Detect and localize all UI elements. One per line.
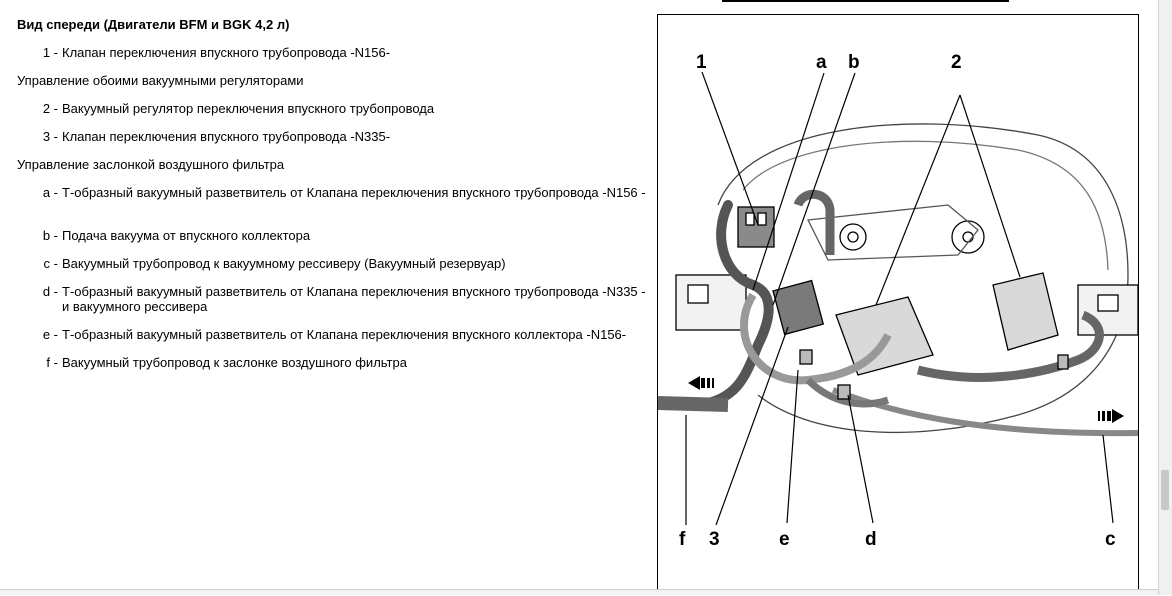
item-text: Клапан переключения впускного трубопрово… <box>62 45 391 60</box>
vacuum-line-f <box>658 396 729 412</box>
list-item: f - Вакуумный трубопровод к заслонке воз… <box>30 355 655 370</box>
list-item: 1 - Клапан переключения впускного трубоп… <box>30 45 655 60</box>
vacuum-hose-ring <box>740 292 892 385</box>
item-text: Клапан переключения впускного трубопрово… <box>62 129 391 144</box>
item-key: c - <box>43 256 58 271</box>
callout-b: b <box>848 52 860 73</box>
vacuum-hose-b <box>793 189 835 255</box>
engine-cover <box>717 123 1129 434</box>
item-text: Вакуумный трубопровод к вакуумному ресси… <box>62 256 506 271</box>
list-item: d - Т-образный вакуумный разветвитель от… <box>30 284 655 314</box>
list-item: 2 - Вакуумный регулятор переключения впу… <box>30 101 655 116</box>
linkage-disc-left <box>839 223 867 251</box>
page-title: Вид спереди (Двигатели BFM и BGK 4,2 л) <box>17 17 290 32</box>
callout-d: d <box>865 529 877 550</box>
section-heading: Управление заслонкой воздушного фильтра <box>17 157 285 172</box>
callout-a: a <box>816 52 827 73</box>
item-key: e - <box>42 327 58 342</box>
item-text: Т-образный вакуумный разветвитель от Кла… <box>62 284 646 314</box>
callout-e: e <box>779 529 790 550</box>
callout-2: 2 <box>951 52 962 73</box>
callout-3: 3 <box>709 529 720 550</box>
scrollbar-thumb[interactable] <box>1161 470 1169 510</box>
callout-c: c <box>1105 529 1116 550</box>
item-key: 1 - <box>42 45 58 60</box>
list-item: e - Т-образный вакуумный разветвитель от… <box>30 327 655 342</box>
item-key: d - <box>42 284 58 299</box>
arrow-left-icon <box>688 376 714 390</box>
vacuum-hose-main <box>693 200 774 410</box>
linkage-disc-right <box>951 220 985 254</box>
item-key: 2 - <box>42 101 58 116</box>
list-item: a - Т-образный вакуумный разветвитель от… <box>30 185 655 200</box>
callout-1: 1 <box>696 52 707 73</box>
callout-f: f <box>679 529 686 550</box>
item-key: f - <box>46 355 58 370</box>
engine-figure: 1 a b 2 f 3 e d c <box>657 14 1139 595</box>
section-heading: Управление обоими вакуумными регуляторам… <box>17 73 304 88</box>
item-text: Т-образный вакуумный разветвитель от Кла… <box>62 327 627 342</box>
vertical-scrollbar[interactable] <box>1158 0 1172 595</box>
list-item: c - Вакуумный трубопровод к вакуумному р… <box>30 256 655 271</box>
list-item: b - Подача вакуума от впускного коллекто… <box>30 228 655 243</box>
arrow-right-icon <box>1098 409 1124 423</box>
valve-n335 <box>772 279 825 336</box>
item-key: 3 - <box>42 129 58 144</box>
engine-drawing: 1 a b 2 f 3 e d c <box>658 52 1139 550</box>
top-divider <box>722 0 1009 2</box>
item-key: a - <box>42 185 58 200</box>
list-item: 3 - Клапан переключения впускного трубоп… <box>30 129 655 144</box>
vacuum-line-c <box>831 387 1139 437</box>
item-key: b - <box>42 228 58 243</box>
item-text: Вакуумный трубопровод к заслонке воздушн… <box>62 355 407 370</box>
engine-block-left <box>675 274 747 331</box>
item-text: Подача вакуума от впускного коллектора <box>62 228 311 243</box>
item-text: Т-образный вакуумный разветвитель от Кла… <box>62 185 646 200</box>
vacuum-regulator-right <box>992 272 1059 351</box>
bottom-scrollbar[interactable] <box>0 589 1158 595</box>
item-text: Вакуумный регулятор переключения впускно… <box>62 101 435 116</box>
